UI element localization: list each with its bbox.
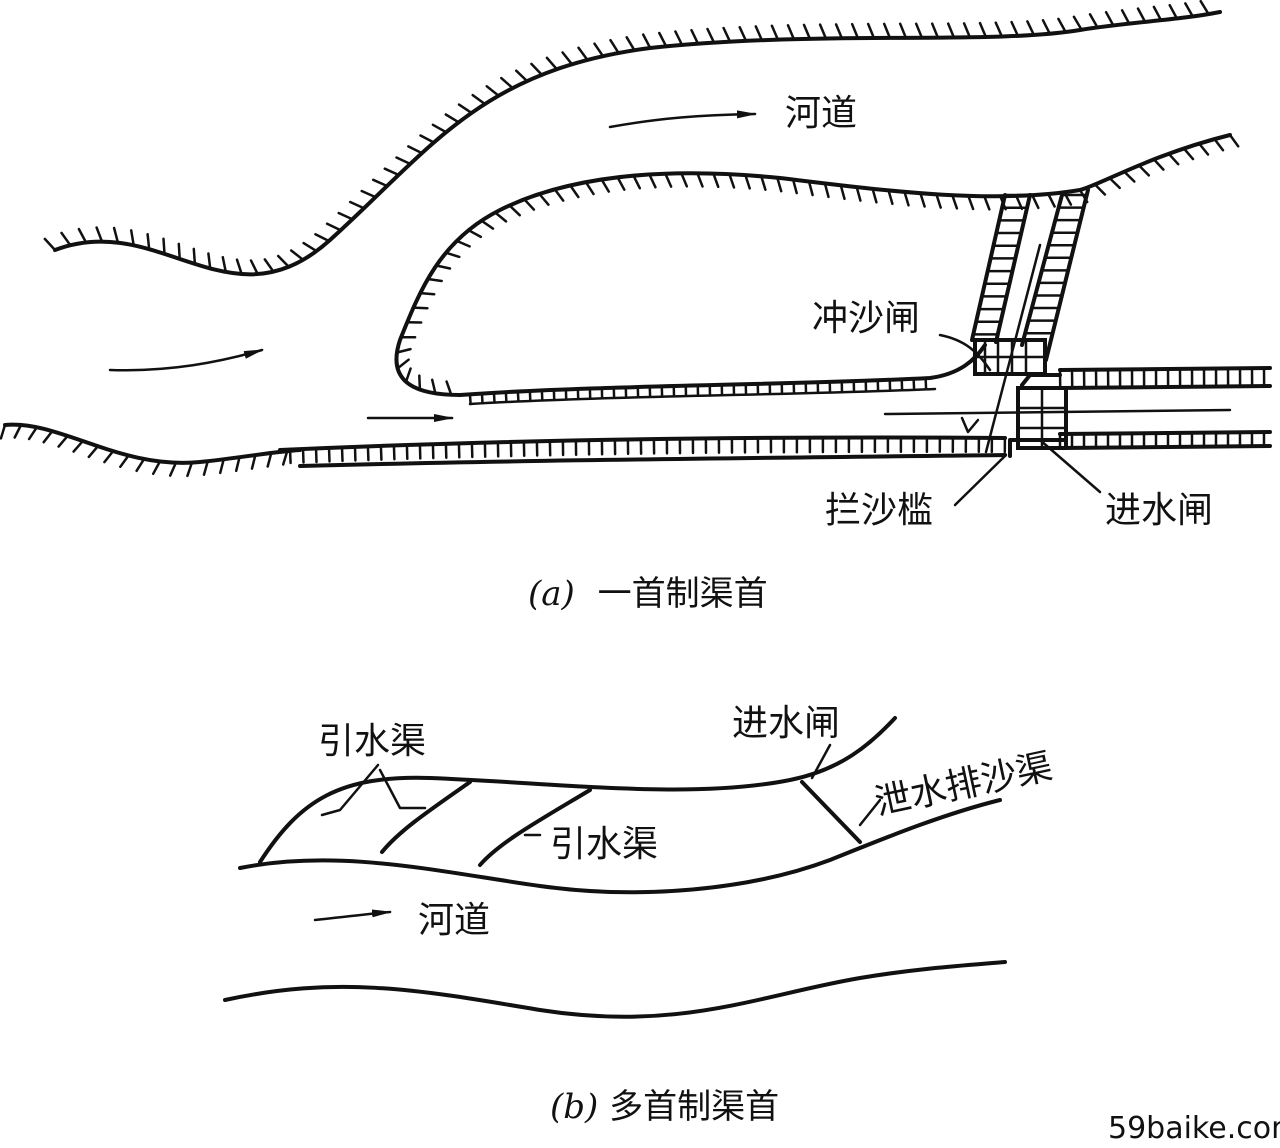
sand-sill-label: 拦沙槛 <box>825 490 933 531</box>
caption-a: (a) 一首制渠首 <box>528 574 768 614</box>
sluice-channel-ticks <box>972 193 1089 336</box>
intake-gate-label-a: 进水闸 <box>1105 490 1213 531</box>
masonry-wall-ticks <box>288 436 1007 465</box>
upper-bank-hatching <box>43 0 1210 276</box>
diversion-cross-channel-2 <box>478 788 592 867</box>
caption-b-letter: (b) <box>550 1087 598 1127</box>
intake-gate-leader <box>1038 438 1102 494</box>
river-lower-bank <box>223 960 1007 1019</box>
island-bottom-ticks <box>468 378 928 406</box>
masonry-wall-top <box>278 435 1007 452</box>
caption-a-text: 一首制渠首 <box>598 574 768 614</box>
spillway-leader <box>858 798 882 827</box>
sand-sill-shape <box>1008 438 1068 458</box>
caption-b-text: 多首制渠首 <box>609 1087 779 1127</box>
intake-flow-line <box>883 408 1232 416</box>
caption-b: (b) 多首制渠首 <box>550 1087 779 1127</box>
intake-arrow-tip <box>960 416 980 434</box>
sluice-flow-line <box>984 243 1042 454</box>
masonry-wall-bottom <box>298 453 1007 468</box>
caption-a-letter: (a) <box>528 574 575 614</box>
intake-canal-top-inner <box>1058 384 1272 390</box>
diversion-canal-label-2: 引水渠 <box>550 824 658 865</box>
diversion-canal-label-1: 引水渠 <box>318 721 426 762</box>
river-label-b: 河道 <box>418 900 490 941</box>
flush-gate-label: 冲沙闸 <box>812 298 920 339</box>
river-flow-arrow-b <box>313 909 392 922</box>
intake-canal-top-outer <box>1058 366 1272 372</box>
island-hatching <box>395 133 1240 397</box>
watermark: 59baike.com <box>1108 1111 1280 1146</box>
island-bottom-edge <box>458 343 987 397</box>
junction-step <box>1020 373 1062 387</box>
river-flow-arrow-upper <box>608 110 757 129</box>
diversion-label-leader-2 <box>378 768 427 810</box>
spillway-cross-channel <box>800 780 862 844</box>
intake-gate-label-b: 进水闸 <box>732 703 840 744</box>
canal-lower-bank-river-upper-bank <box>238 798 1002 895</box>
island-bottom-wall <box>468 387 937 406</box>
intake-canal-ticks <box>1058 366 1266 450</box>
upper-river-bank <box>53 10 1222 277</box>
panel-b: 引水渠 引水渠 进水闸 泄水排沙渠 河道 (b) 多首制渠首 <box>223 703 1056 1127</box>
flush-gate-leader <box>938 333 992 372</box>
sluice-channel-right-wall <box>1044 188 1090 362</box>
intake-canal-bottom-inner <box>1058 430 1272 436</box>
intake-canal-bottom-outer <box>1058 444 1272 450</box>
lower-river-bank <box>3 422 302 465</box>
island-outline <box>394 133 1232 397</box>
canal-upper-bank <box>258 716 897 864</box>
river-label-a: 河道 <box>785 93 857 134</box>
diversion-label-leader-1 <box>320 763 380 817</box>
river-flow-arrow-left <box>108 348 264 372</box>
sand-sill-leader <box>953 453 1008 507</box>
intake-gate-leader-b <box>810 743 832 780</box>
diversion-cross-channel-1 <box>380 780 472 854</box>
panel-a: 河道 冲沙闸 拦沙槛 进水闸 (a) 一首制渠首 <box>0 0 1272 614</box>
lower-bank-hatching <box>0 423 289 478</box>
